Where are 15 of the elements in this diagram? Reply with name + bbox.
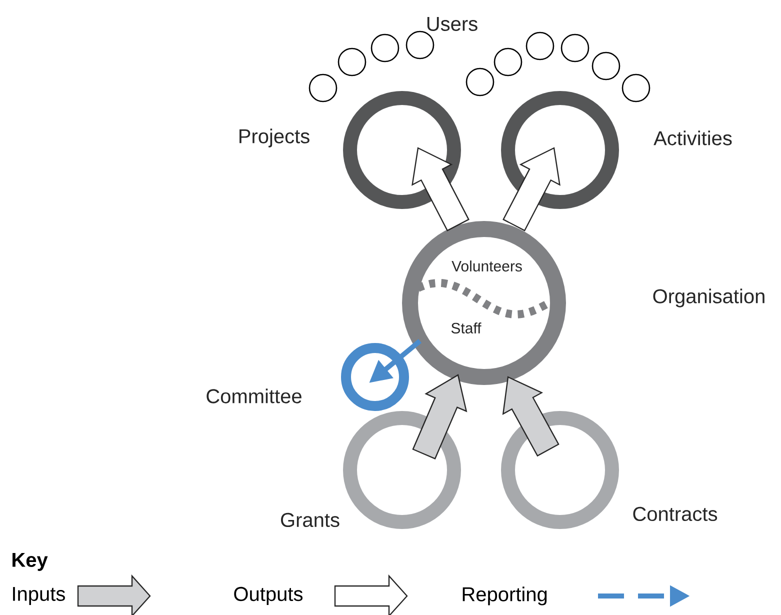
node-label: Grants	[281, 512, 340, 528]
node-label: Users	[427, 17, 478, 31]
output-arrow	[412, 147, 470, 232]
inner-label: Staff	[451, 322, 482, 334]
node-label: Activities	[654, 130, 732, 146]
node-label: Committee	[206, 388, 302, 404]
output-arrow	[502, 147, 560, 232]
node-label: Projects	[240, 128, 310, 148]
node-label: Organisation	[653, 288, 764, 308]
key-heading: Key	[12, 553, 48, 571]
legend-label: Outputs	[234, 586, 303, 606]
inner-label: Volunteers	[452, 260, 522, 272]
node-label: Contracts	[633, 506, 718, 522]
legend-label: Reporting	[462, 586, 547, 606]
legend-label: Inputs	[13, 587, 65, 605]
